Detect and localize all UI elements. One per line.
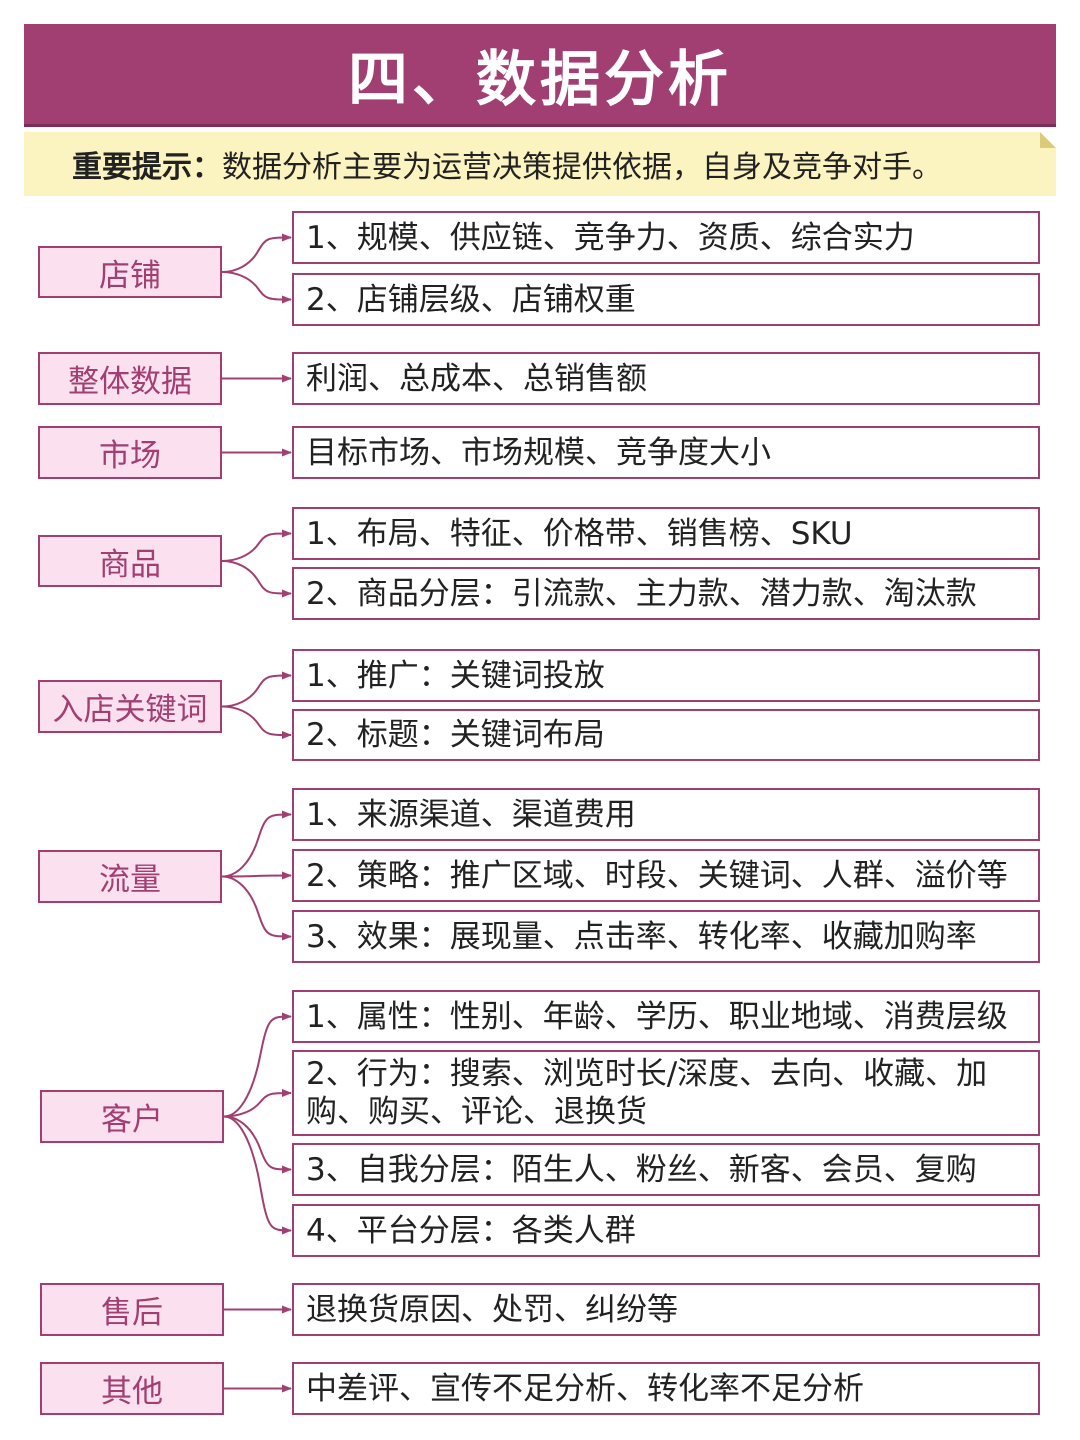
connector-arrow: [221, 875, 292, 941]
item-box: 1、布局、特征、价格带、销售榜、SKU: [292, 507, 1040, 560]
item-box: 3、自我分层：陌生人、粉丝、新客、会员、复购: [292, 1143, 1040, 1196]
item-box: 2、行为：搜索、浏览时长/深度、去向、收藏、加购、购买、评论、退换货: [292, 1050, 1040, 1136]
tip-banner: 重要提示： 数据分析主要为运营决策提供依据，自身及竞争对手。: [24, 132, 1056, 196]
item-box: 2、标题：关键词布局: [292, 709, 1040, 761]
connector-arrow: [221, 233, 292, 273]
category-box-customers: 客户: [40, 1090, 224, 1143]
title-banner: 四、数据分析: [24, 24, 1056, 124]
category-box-market: 市场: [38, 426, 222, 479]
category-label: 市场: [99, 438, 161, 474]
category-label: 售后: [101, 1295, 163, 1331]
item-text: 2、行为：搜索、浏览时长/深度、去向、收藏、加购、购买、评论、退换货: [306, 1056, 988, 1130]
connector-arrow: [221, 810, 292, 878]
item-text: 4、平台分层：各类人群: [306, 1212, 636, 1249]
connector-arrow: [223, 1012, 292, 1118]
category-label: 整体数据: [68, 364, 192, 400]
connector-arrow: [221, 529, 292, 562]
item-box: 利润、总成本、总销售额: [292, 352, 1040, 405]
item-text: 1、推广：关键词投放: [306, 657, 605, 694]
category-label: 流量: [99, 862, 161, 898]
item-text: 退换货原因、处罚、纠纷等: [306, 1291, 678, 1328]
category-box-entry-keywords: 入店关键词: [38, 680, 222, 733]
connector-arrow: [223, 1115, 292, 1174]
category-box-after-sales: 售后: [40, 1283, 224, 1336]
item-text: 1、布局、特征、价格带、销售榜、SKU: [306, 515, 853, 552]
item-box: 3、效果：展现量、点击率、转化率、收藏加购率: [292, 910, 1040, 963]
connector-arrow: [221, 871, 292, 880]
item-box: 1、来源渠道、渠道费用: [292, 788, 1040, 841]
item-text: 3、自我分层：陌生人、粉丝、新客、会员、复购: [306, 1151, 977, 1188]
tip-text: 数据分析主要为运营决策提供依据，自身及竞争对手。: [222, 150, 942, 185]
connector-arrow: [221, 560, 292, 598]
item-text: 2、策略：推广区域、时段、关键词、人群、溢价等: [306, 857, 1008, 894]
item-box: 1、规模、供应链、竞争力、资质、综合实力: [292, 211, 1040, 264]
item-text: 3、效果：展现量、点击率、转化率、收藏加购率: [306, 918, 977, 955]
item-box: 1、属性：性别、年龄、学历、职业地域、消费层级: [292, 990, 1040, 1043]
item-box: 4、平台分层：各类人群: [292, 1204, 1040, 1257]
item-text: 利润、总成本、总销售额: [306, 360, 647, 397]
category-label: 客户: [101, 1102, 163, 1138]
item-box: 2、店铺层级、店铺权重: [292, 273, 1040, 326]
category-box-others: 其他: [40, 1362, 224, 1415]
tip-label: 重要提示：: [72, 150, 222, 185]
category-label: 店铺: [99, 257, 161, 294]
item-text: 1、来源渠道、渠道费用: [306, 796, 636, 833]
category-box-products: 商品: [38, 535, 222, 587]
item-text: 2、标题：关键词布局: [306, 717, 605, 753]
page-title: 四、数据分析: [348, 44, 732, 115]
connector-arrow: [221, 705, 292, 739]
item-box: 1、推广：关键词投放: [292, 649, 1040, 702]
item-box: 退换货原因、处罚、纠纷等: [292, 1283, 1040, 1336]
connector-arrow: [221, 271, 292, 304]
item-box: 中差评、宣传不足分析、转化率不足分析: [292, 1362, 1040, 1415]
category-box-traffic: 流量: [38, 850, 222, 903]
item-text: 2、商品分层：引流款、主力款、潜力款、淘汰款: [306, 575, 977, 612]
item-box: 2、策略：推广区域、时段、关键词、人群、溢价等: [292, 849, 1040, 902]
category-label: 商品: [99, 546, 161, 583]
item-text: 1、规模、供应链、竞争力、资质、综合实力: [306, 219, 915, 256]
connector-arrow: [223, 1089, 292, 1118]
item-box: 2、商品分层：引流款、主力款、潜力款、淘汰款: [292, 567, 1040, 620]
category-box-shop: 店铺: [38, 246, 222, 298]
item-text: 目标市场、市场规模、竞争度大小: [306, 434, 771, 471]
item-text: 1、属性：性别、年龄、学历、职业地域、消费层级: [306, 998, 1008, 1035]
item-text: 2、店铺层级、店铺权重: [306, 281, 636, 318]
category-box-overall-data: 整体数据: [38, 352, 222, 405]
connector-arrow: [221, 671, 292, 708]
category-label: 入店关键词: [52, 692, 208, 728]
category-label: 其他: [101, 1374, 163, 1410]
item-text: 中差评、宣传不足分析、转化率不足分析: [306, 1370, 864, 1407]
item-box: 目标市场、市场规模、竞争度大小: [292, 426, 1040, 479]
connector-arrow: [223, 1115, 292, 1235]
